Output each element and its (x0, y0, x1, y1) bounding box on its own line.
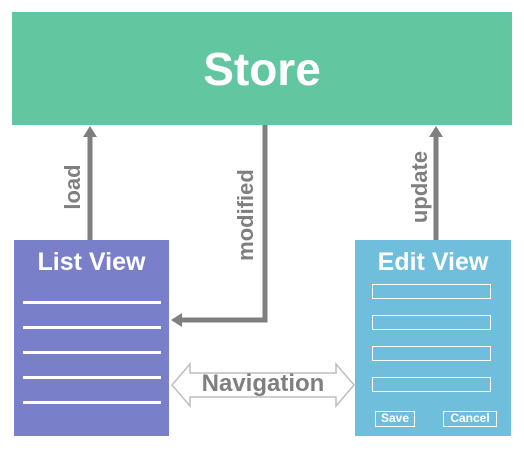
edit-field (372, 346, 491, 361)
list-view-box: List View (14, 240, 169, 436)
cancel-button: Cancel (443, 411, 497, 427)
edit-view-title: Edit View (377, 248, 489, 276)
navigation-arrow (171, 361, 355, 409)
save-button: Save (375, 411, 415, 427)
edit-field (372, 284, 491, 299)
load-label: load (60, 164, 85, 210)
edit-field (372, 377, 491, 392)
list-view-title: List View (37, 248, 146, 276)
modified-arrow (171, 125, 268, 327)
edit-field (372, 315, 491, 330)
store-box: Store (12, 12, 512, 125)
store-title: Store (203, 42, 321, 95)
list-line (23, 351, 161, 354)
modified-label: modified (233, 169, 258, 261)
load-arrow (83, 126, 97, 240)
update-label: update (407, 150, 432, 224)
navigation-label: Navigation (201, 370, 325, 397)
edit-view-box: Edit View Save Cancel (355, 240, 511, 436)
list-line (23, 376, 161, 379)
update-arrow (429, 126, 443, 240)
list-line (23, 401, 161, 404)
list-line (23, 326, 161, 329)
list-line (23, 301, 161, 304)
